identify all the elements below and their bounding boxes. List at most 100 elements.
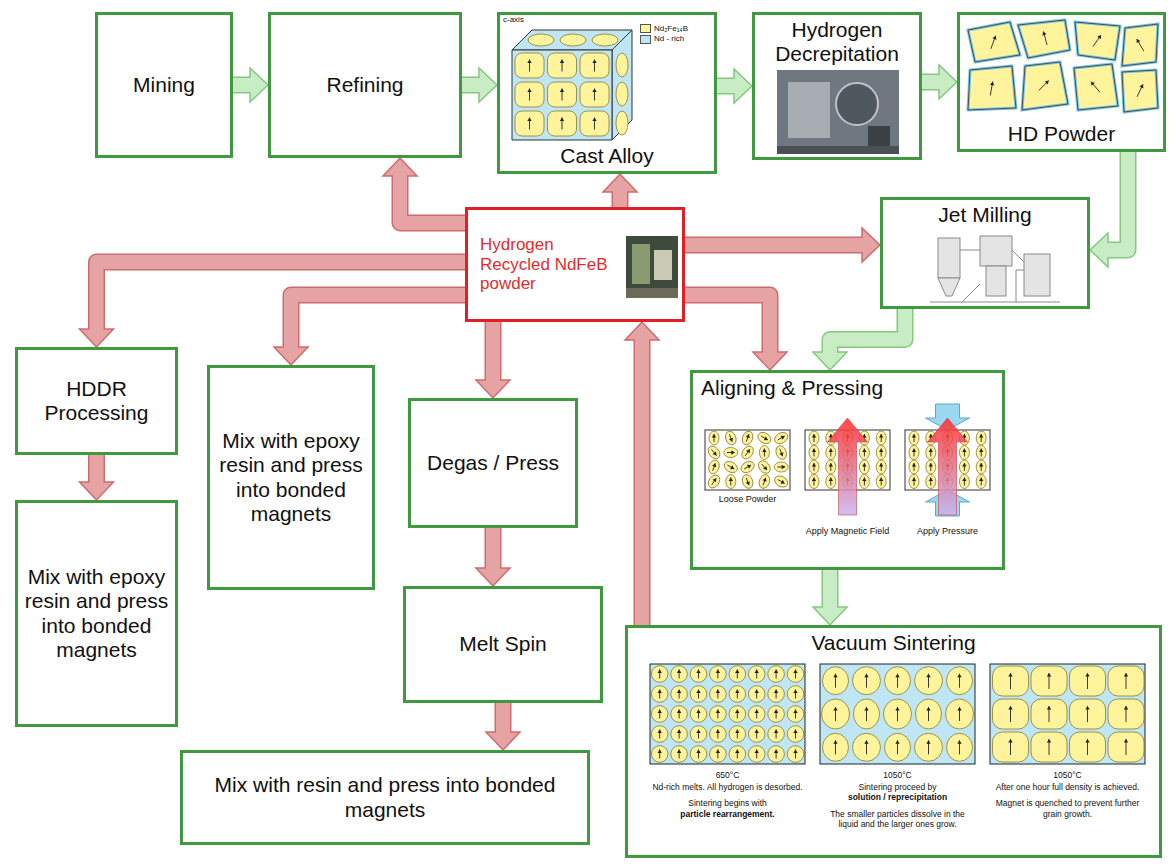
illustration-shape: [515, 82, 544, 107]
illustration-shape: [658, 690, 662, 694]
illustration-shape: [1008, 673, 1012, 677]
illustration-shape: [787, 726, 804, 743]
recycling-flow-arrow: [625, 322, 659, 625]
arrow-body: [823, 570, 837, 609]
illustration-shape: [829, 463, 833, 467]
illustration-shape: [671, 666, 688, 683]
illustration-shape: [828, 418, 868, 515]
illustration-shape: [729, 706, 746, 723]
illustration-shape: [787, 666, 804, 683]
illustration-shape: [729, 438, 733, 442]
illustration-shape: [729, 726, 746, 743]
illustration-shape: [859, 446, 869, 460]
illustration-shape: [729, 478, 733, 482]
illustration-shape: [884, 699, 912, 729]
process-box: Hydrogen Decrepitation: [752, 12, 922, 160]
illustration-shape: [979, 478, 983, 482]
arrow-body: [291, 295, 465, 349]
hd-powder-chunks: [968, 20, 1158, 112]
illustration-shape: [962, 284, 980, 302]
stage-caption: particle rearrangement.: [650, 809, 805, 819]
arrow-head: [1090, 233, 1108, 267]
illustration-shape: [774, 444, 788, 461]
arrow-body: [635, 338, 649, 625]
illustration-shape: [823, 733, 849, 761]
process-box: Mix with epoxy resin and press into bond…: [207, 365, 375, 590]
illustration-shape: [1047, 673, 1051, 677]
illustration-shape: [864, 707, 868, 711]
illustration-shape: [677, 670, 681, 674]
illustration-shape: [980, 236, 1012, 266]
illustration-shape: [774, 750, 778, 754]
illustration-shape: [862, 463, 866, 467]
node-text: HDDR Processing: [24, 377, 169, 425]
stage-caption: Nd-rich melts. All hydrogen is desorbed.: [650, 782, 805, 792]
arrow-outline: [400, 176, 465, 223]
recycling-flow-arrow: [80, 455, 114, 500]
illustration-shape: [768, 666, 785, 683]
illustration-shape: [735, 690, 739, 694]
illustration-shape: [696, 710, 700, 714]
illustration-shape: [1031, 666, 1067, 696]
illustration-shape: [756, 458, 773, 475]
illustration-shape: [1042, 31, 1046, 35]
illustration-shape: [957, 707, 961, 711]
illustration-shape: [947, 667, 973, 695]
illustration-shape: [822, 699, 850, 729]
illustration-shape: [1093, 35, 1101, 46]
illustration-shape: [809, 431, 819, 445]
illustration-shape: [1091, 82, 1095, 86]
stage-caption: Sintering begins with: [650, 798, 805, 808]
illustration-shape: [592, 118, 596, 122]
illustration-shape: [560, 89, 564, 93]
illustration-shape: [833, 674, 837, 678]
illustration-shape: [658, 750, 662, 754]
illustration-shape: [774, 670, 778, 674]
illustration-shape: [580, 53, 609, 78]
illustration-shape: [1045, 81, 1049, 85]
illustration-shape: [747, 465, 751, 469]
illustration-shape: [976, 431, 986, 445]
arrow-body: [685, 295, 770, 354]
recycled-powder-box: Hydrogen Recycled NdFeB powder: [465, 207, 685, 322]
label-group: Apply Pressure: [900, 526, 995, 537]
recycling-flow-arrow: [274, 295, 465, 365]
illustration-shape: [1137, 39, 1141, 43]
illustration-shape: [946, 699, 974, 729]
process-flow-arrow: [233, 68, 268, 102]
illustration-shape: [722, 459, 739, 475]
illustration-shape: [912, 449, 916, 453]
illustration-shape: [895, 740, 899, 744]
illustration-shape: [979, 463, 983, 467]
illustration-shape: [690, 666, 707, 683]
process-box: Refining: [268, 12, 462, 158]
illustration-shape: [626, 236, 678, 298]
recycling-flow-arrow: [603, 174, 637, 207]
stage-caption: 1050°C: [820, 770, 975, 780]
illustration-shape: [1075, 22, 1120, 60]
illustration-shape: [730, 465, 734, 469]
recycling-flow-arrow: [486, 703, 520, 750]
illustration-shape: [735, 670, 739, 674]
process-box: Melt Spin: [403, 586, 603, 703]
illustration-shape: [915, 733, 943, 761]
illustration-shape: [512, 30, 632, 50]
jet-mill-drawing: [930, 236, 1060, 302]
illustration-shape: [616, 111, 628, 135]
stage-caption: Apply Pressure: [900, 526, 995, 537]
illustration-shape: [909, 431, 919, 445]
illustration-shape: [755, 690, 759, 694]
illustration-shape: [938, 238, 960, 278]
illustration-shape: [741, 430, 755, 447]
illustration-shape: [748, 746, 765, 763]
process-flow-arrow: [813, 309, 905, 370]
illustration-shape: [739, 459, 756, 475]
illustration-shape: [1137, 84, 1143, 97]
illustration-shape: [1070, 699, 1106, 729]
illustration-shape: [1139, 84, 1143, 88]
arrow-head: [603, 174, 637, 192]
process-box: HDDR Processing: [15, 347, 178, 455]
illustration-shape: [677, 750, 681, 754]
illustration-shape: [1085, 673, 1089, 677]
stage-caption: Apply Magnetic Field: [800, 526, 895, 537]
